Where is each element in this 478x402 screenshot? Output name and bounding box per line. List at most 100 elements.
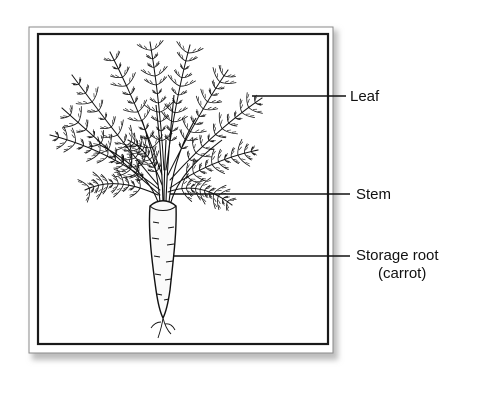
leaflet-serration: [108, 178, 112, 182]
leaflet: [129, 187, 141, 198]
leaflet-serration: [143, 69, 147, 73]
leaflet: [250, 146, 254, 152]
leaflet-serration: [205, 146, 211, 148]
leaflet-serration: [150, 97, 154, 101]
leaflet: [146, 55, 154, 60]
leaflet: [228, 122, 238, 127]
leaflet-serration: [247, 93, 250, 98]
leaflet: [227, 197, 236, 202]
leaflet-serration: [240, 99, 243, 104]
leaflet: [185, 57, 198, 62]
leaflet: [127, 147, 141, 152]
leaflet: [137, 152, 146, 155]
leaflet-serration: [184, 81, 189, 85]
leaflet-serration: [216, 100, 221, 103]
leaflet-serration: [209, 195, 213, 200]
leaflet-serration: [178, 108, 182, 112]
leaflet: [207, 101, 223, 104]
leaflet: [224, 154, 227, 160]
leaflet: [100, 118, 106, 120]
leaflet-serration: [199, 162, 202, 167]
leaflet-serration: [86, 119, 88, 124]
leaflet-serration: [151, 115, 155, 119]
leaflet-serration: [132, 132, 135, 137]
leaflet: [71, 127, 76, 143]
leaflet: [144, 145, 148, 154]
leaflet: [199, 188, 206, 205]
leaflet-serration: [150, 132, 152, 137]
leaflet-serration: [85, 197, 89, 201]
leaflet-serration: [76, 92, 81, 94]
leaflet: [254, 96, 256, 104]
leaflet: [113, 67, 119, 70]
leaflet: [99, 126, 112, 130]
leaflet: [69, 105, 73, 116]
leaflet-serration: [79, 108, 81, 113]
leaflet-serration: [187, 190, 192, 194]
leaflet: [126, 164, 142, 168]
leaflet-serration: [108, 186, 112, 189]
leaflet-serration: [181, 64, 183, 69]
leaflet-serration: [238, 146, 242, 151]
stem-label: Stem: [356, 186, 391, 203]
leaflet-serration: [211, 100, 216, 103]
leaflet-serration: [124, 69, 126, 75]
leaflet-serration: [53, 138, 58, 140]
leaflet: [198, 115, 206, 118]
leaflet: [113, 164, 124, 170]
leaflet-serration: [54, 130, 58, 135]
leaflet: [88, 142, 102, 148]
leaflet-serration: [213, 123, 216, 128]
leaflet-serration: [200, 135, 202, 140]
leaflet-serration: [187, 182, 192, 186]
leaflet: [91, 86, 99, 103]
leaflet: [77, 92, 86, 95]
leaflet-serration: [154, 117, 158, 121]
leaflet-serration: [135, 176, 139, 180]
leaflet: [187, 48, 204, 54]
leaflet-serration: [147, 71, 151, 75]
leaflet-serration: [96, 160, 101, 162]
leaflet-serration: [225, 80, 229, 83]
leaflet-serration: [224, 166, 229, 169]
leaflet: [134, 159, 151, 162]
leaflet-serration: [208, 133, 210, 138]
leaflet: [217, 188, 231, 197]
leaflet-serration: [227, 74, 232, 77]
leaflet-serration: [130, 180, 134, 184]
leaflet-serration: [136, 167, 139, 172]
leaflet-serration: [231, 150, 235, 155]
leaflet-serration: [121, 189, 126, 192]
leaflet-serration: [178, 51, 181, 56]
leaflet: [171, 128, 178, 132]
leaflet-serration: [70, 129, 74, 134]
leaflet-serration: [139, 43, 143, 47]
leaflet-serration: [127, 156, 132, 159]
leaflet: [133, 97, 139, 104]
leaflet: [116, 141, 132, 151]
leaflet: [102, 183, 109, 195]
leaflet-serration: [93, 143, 98, 145]
leaflet-serration: [168, 126, 171, 131]
leaflet-serration: [251, 145, 255, 149]
leaflet-serration: [94, 187, 98, 191]
leaflet: [122, 93, 131, 95]
leaflet-serration: [63, 124, 69, 126]
leaflet: [190, 116, 196, 125]
leaflet-serration: [134, 179, 140, 181]
leaflet-serration: [111, 174, 116, 178]
leaflet-serration: [105, 148, 108, 153]
leaflet: [223, 75, 236, 78]
leaflet: [212, 67, 221, 83]
leaflet-serration: [222, 201, 225, 206]
leaflet-serration: [213, 150, 216, 155]
leaflet-serration: [125, 179, 129, 183]
leaflet: [110, 159, 116, 164]
leaflet-serration: [252, 152, 256, 155]
leaflet-serration: [182, 115, 186, 119]
leaflet-serration: [120, 168, 125, 170]
leaflet-serration: [127, 164, 132, 167]
leaflet-serration: [127, 174, 132, 176]
leaflet-serration: [63, 132, 67, 136]
leaflet-serration: [166, 124, 169, 129]
